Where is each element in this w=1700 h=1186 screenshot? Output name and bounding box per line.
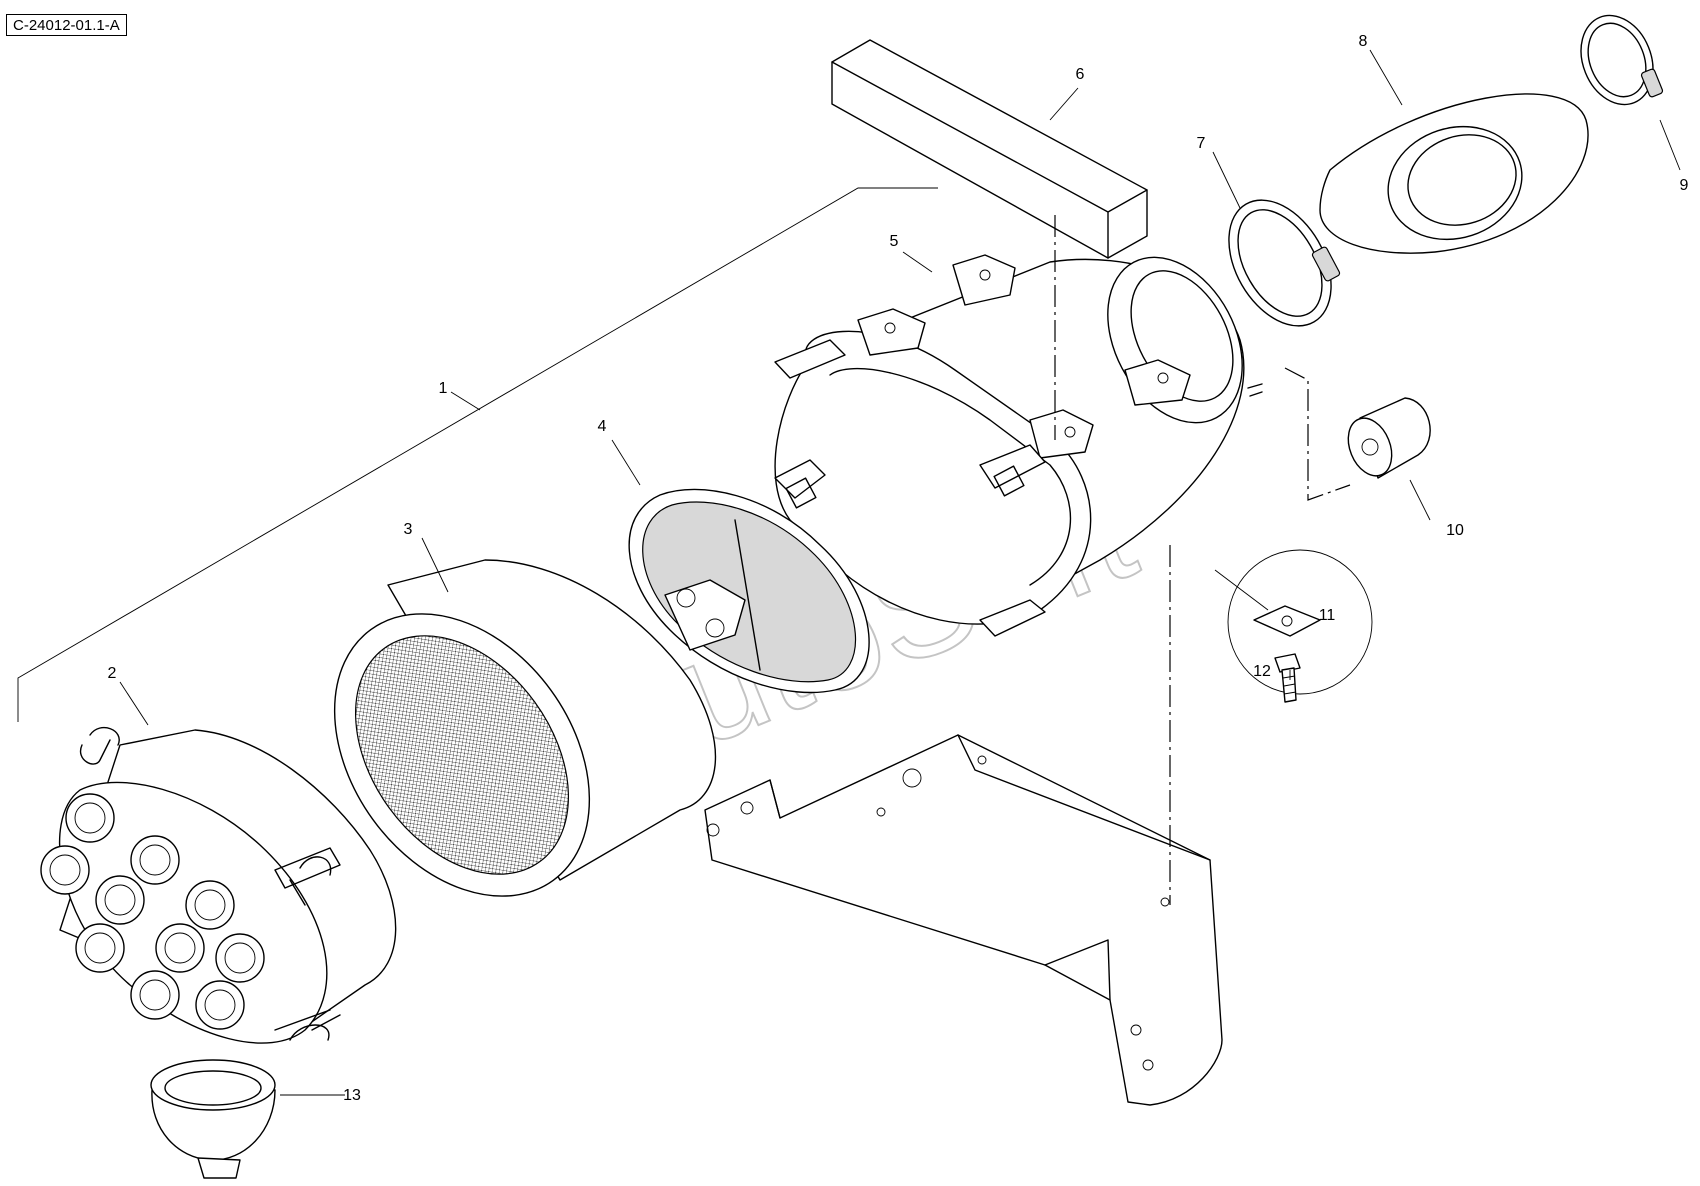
hose-clamp-large [1580,14,1664,106]
dust-valve-part [150,1059,276,1179]
filter-cover-part [40,726,397,1044]
spacer-bushing-part [1347,397,1431,479]
diagram-reference-label: C-24012-01.1-A [6,14,127,36]
callout-11: 11 [1319,607,1336,624]
callout-10: 10 [1446,522,1464,539]
safety-filter-part [628,488,870,694]
callout-labels: 1 2 3 4 5 6 7 8 9 10 11 12 13 [108,33,1689,1104]
callout-12: 12 [1253,663,1271,680]
callout-6: 6 [1076,66,1085,83]
callout-4: 4 [598,418,607,435]
callout-9: 9 [1680,177,1689,194]
hose-clamp-middle [1228,199,1341,327]
primary-filter-part [333,559,717,897]
precleaner-tubes [40,793,265,1030]
callout-3: 3 [404,521,413,538]
callout-1: 1 [439,380,448,397]
leader-lines [119,49,1681,1096]
hardware-detail [1227,549,1373,703]
rubber-duct-part [1319,93,1589,254]
callout-2: 2 [108,665,117,682]
alignment-lines [1054,215,1351,905]
mounting-bracket-part [704,734,1223,1106]
foam-block-part [831,39,1148,259]
callout-8: 8 [1359,33,1368,50]
callout-5: 5 [890,233,899,250]
callout-7: 7 [1197,135,1206,152]
callout-13: 13 [343,1087,361,1104]
assembly-bracket-line [17,187,938,722]
filter-housing-part [774,254,1263,637]
